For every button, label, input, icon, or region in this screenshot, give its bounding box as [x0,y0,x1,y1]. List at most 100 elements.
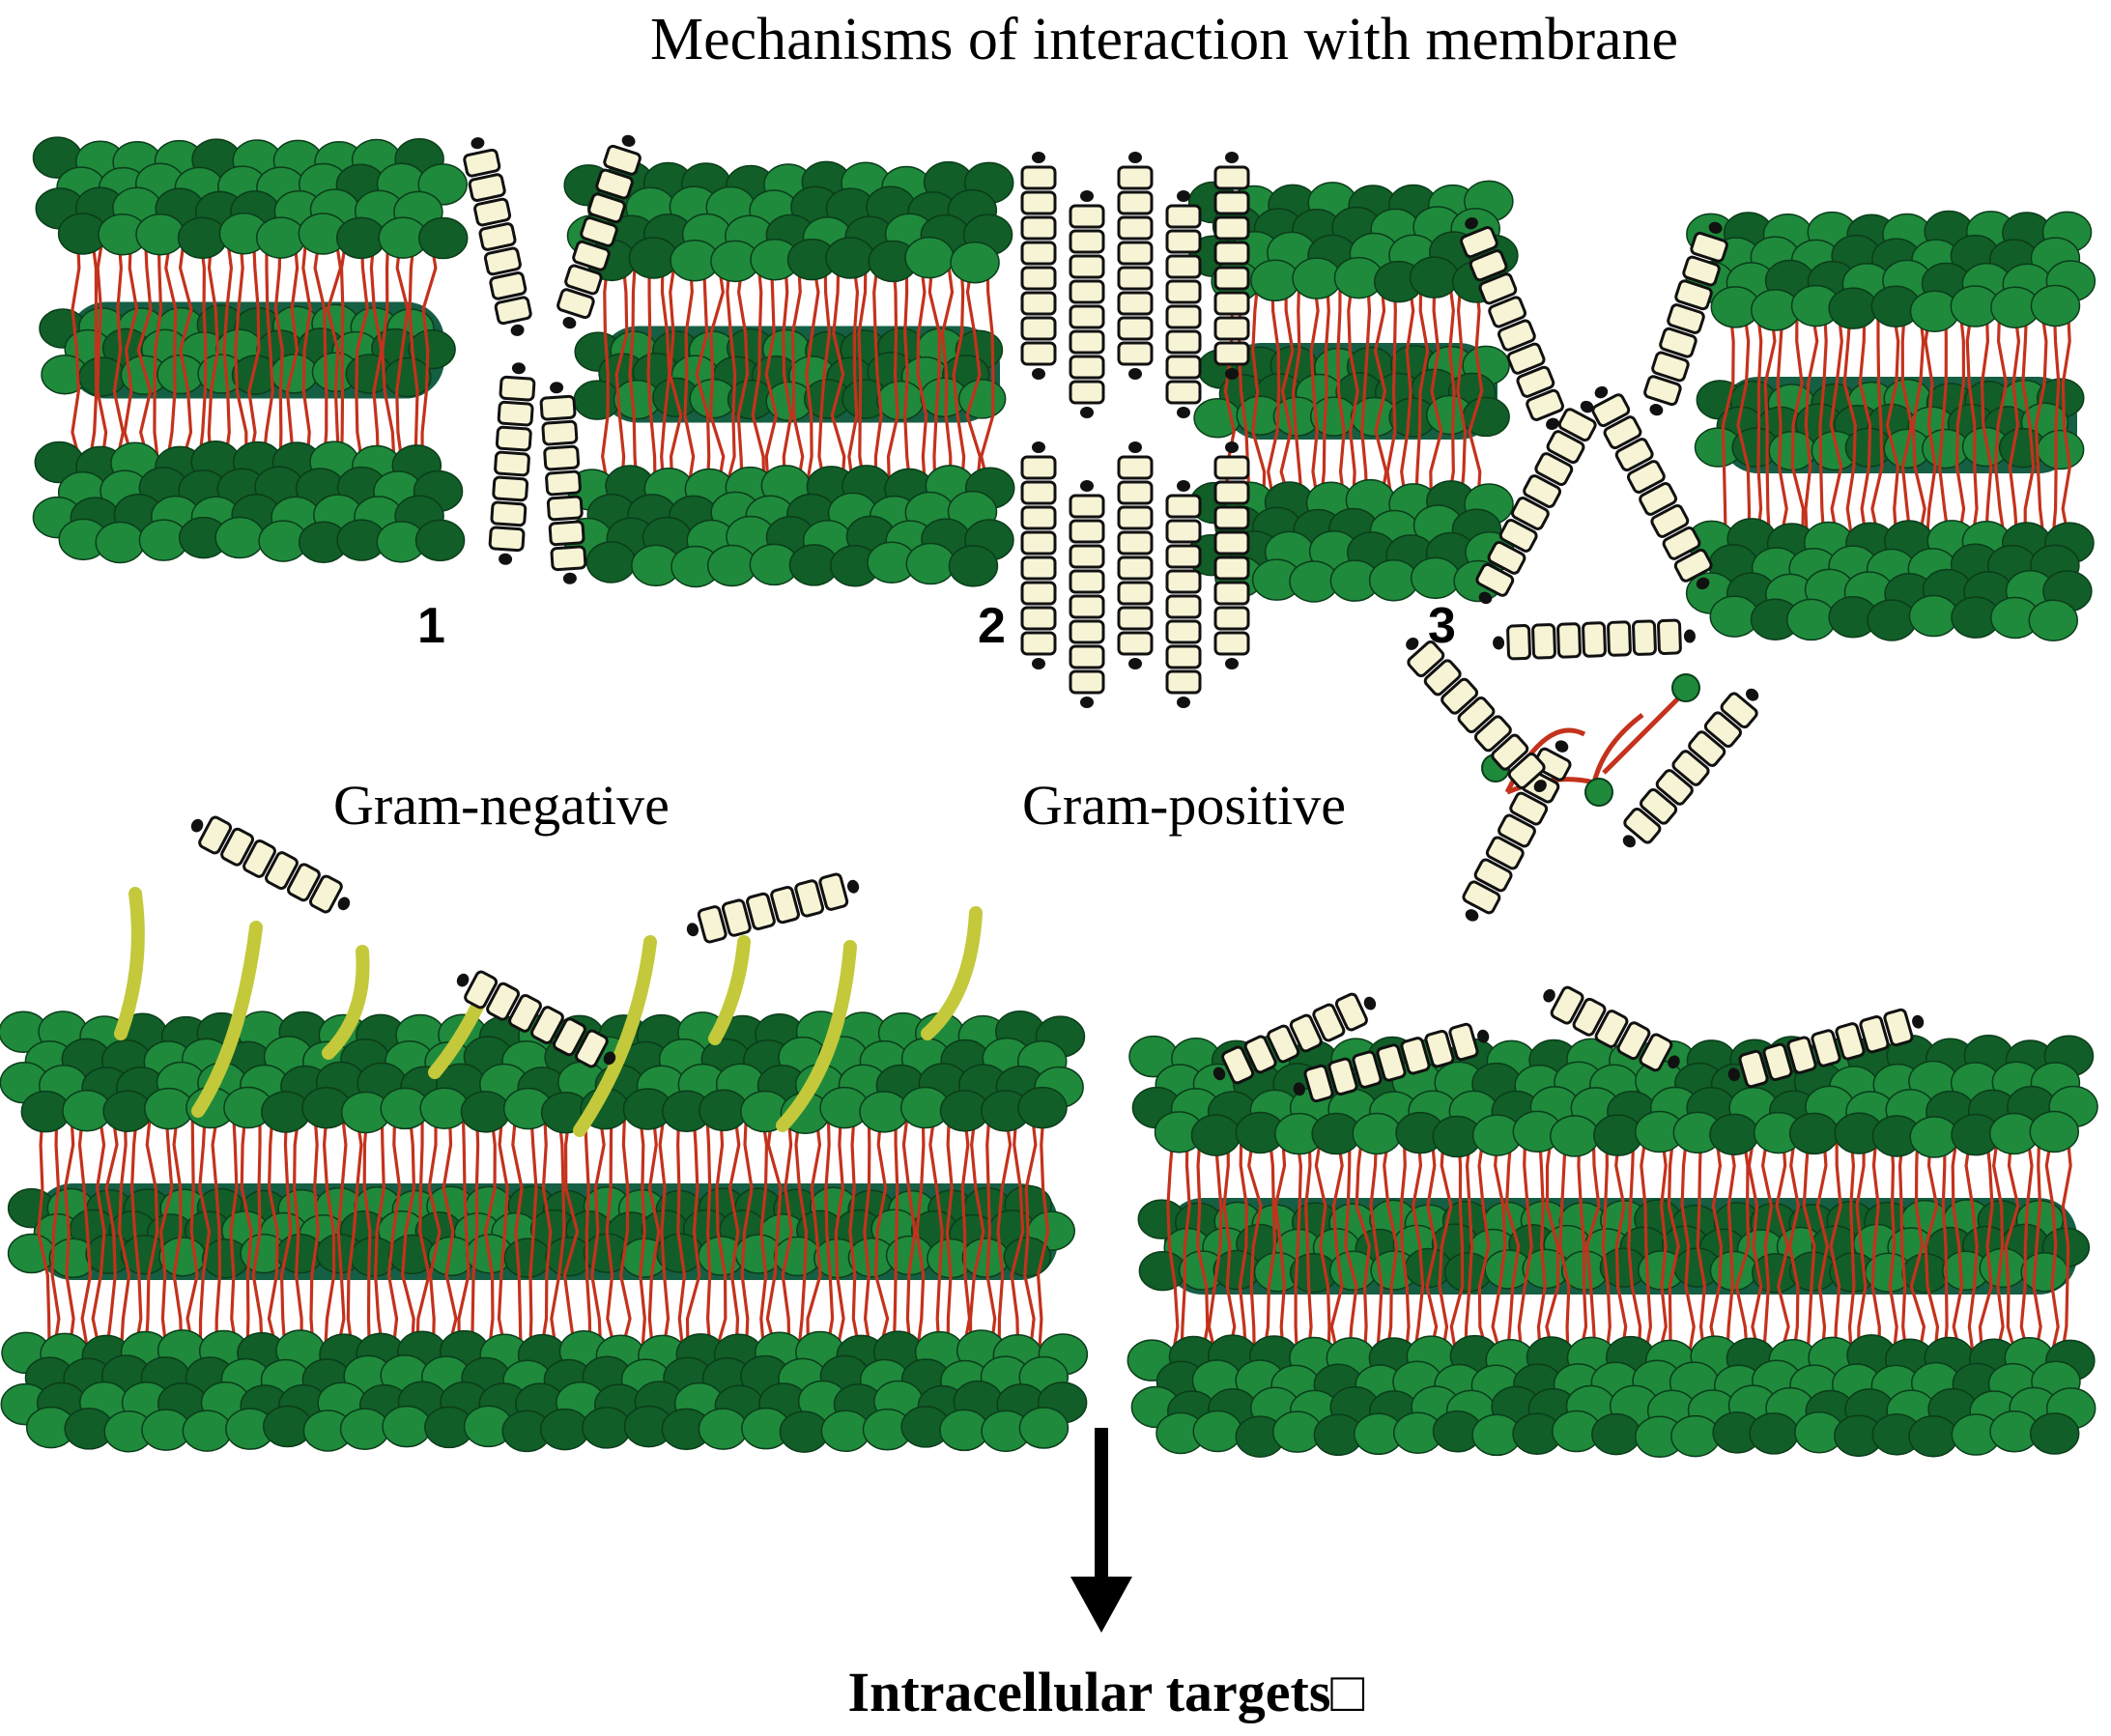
lipid-tail [420,226,438,474]
lipid-tail [1385,270,1397,513]
mechanism-label-1: 1 [417,598,445,654]
peptide-segment [1655,769,1694,806]
lipid-head [1018,1407,1070,1449]
peptide-end-cap [1727,1067,1740,1082]
lipid-tail [1291,270,1304,513]
toroid-peptide-3a [1460,217,1564,430]
lipid-tail [2034,299,2048,552]
lipid-tail [234,226,248,474]
lipid-tail [1504,1124,1521,1368]
peptide-end-cap [1080,190,1094,202]
lipid-tail [1775,1124,1790,1368]
lipid-head [1785,598,1837,641]
peptide-segment [1020,555,1057,581]
lipid-tail [1207,1124,1223,1368]
lipid-tail [86,226,99,474]
surface-peptide [1727,1008,1925,1089]
peptide-segment [1213,530,1250,555]
peptide-segment [1165,494,1202,519]
lipid-tail [118,1100,131,1363]
lipid-tail [1897,1124,1910,1368]
lipid-head [382,1405,432,1448]
peptide-segment [1165,229,1202,254]
peptide-segment [1069,204,1105,229]
lipid-head [2036,429,2085,470]
peptide-end-cap [1177,407,1190,418]
lipid-tail [676,1100,687,1363]
peptide-segment [1020,480,1057,505]
lipid-tail [695,250,711,498]
peptide-segment [1550,985,1584,1025]
peptide-segment [1069,254,1105,279]
carpet-peptide [1020,152,1057,380]
peptide-segment [1117,505,1154,530]
lipid-tail [1222,1124,1237,1368]
micelle-peptide-bottom [1462,740,1572,922]
peptide-segment [1117,530,1154,555]
peptide-end-cap [1080,480,1094,492]
carpet-peptide [1117,152,1154,380]
lipid-tail [91,1100,106,1363]
peptide-segment [1165,519,1202,544]
lps-chain [191,921,263,1118]
lipid-tail [1360,270,1372,513]
peptide-segment [553,1017,586,1057]
lipid-tail [172,1100,184,1363]
peptide-segment [242,839,276,878]
peptide-segment [1651,351,1690,383]
peptide-segment [1213,555,1250,581]
lipid-tail [1449,1124,1465,1368]
peptide-segment [1582,621,1607,658]
peptide-segment [1639,482,1678,516]
lipid-tail [251,1100,265,1363]
peptide-segment [1020,291,1057,316]
peptide-segment [1487,540,1526,575]
lipid-tail [1829,1124,1842,1368]
peptide-segment [1020,530,1057,555]
lipid-tail [470,1100,480,1363]
lipid-head [2028,599,2078,641]
peptide-end-cap [562,572,577,584]
lipid-tail [457,1100,471,1363]
toroid-peptide-3d [1591,385,1713,590]
lipid-head [182,1409,233,1452]
peptide-segment [818,872,849,911]
lipid-tail [196,226,208,474]
lipid-head [408,328,456,370]
lipid-tail [806,1100,822,1363]
peptide-segment [1069,594,1105,619]
peptide-segment [308,874,343,914]
lipid-head [948,545,999,587]
peptide-segment [546,495,584,522]
peptide-segment [603,144,642,176]
peptide-end-cap [471,137,485,150]
peptide-segment [1213,480,1250,505]
lipid-tail [1023,1100,1038,1363]
peptide-segment [1069,229,1105,254]
lipid-head [460,1091,511,1133]
lipid-head [1190,1114,1241,1156]
peptide-segment [464,970,499,1010]
peptide-end-cap [1622,835,1636,848]
peptide-end-cap [1177,697,1190,708]
peptide-segment [1165,569,1202,594]
lipid-head [417,216,469,260]
peptide-segment [1614,438,1654,471]
lipid-tail [1411,1124,1425,1368]
peptide-segment [1020,505,1057,530]
lipid-tail [163,226,178,474]
lipid-tail [751,250,766,498]
lipid-tail [1654,1124,1668,1368]
lipid-tail [704,1100,713,1363]
peptide-segment [1213,631,1250,656]
toroid-peptide-3b [1475,400,1597,605]
peptide-end-cap [1225,441,1239,453]
lipid-tail [1776,299,1788,552]
lipid-tail [1413,270,1430,513]
peptide-end-cap [1032,658,1045,669]
peptide-segment [489,270,528,300]
peptide-segment [550,545,587,572]
lipid-head [957,379,1007,419]
peptide-segment [1516,365,1555,398]
peptide-segment [478,222,517,251]
